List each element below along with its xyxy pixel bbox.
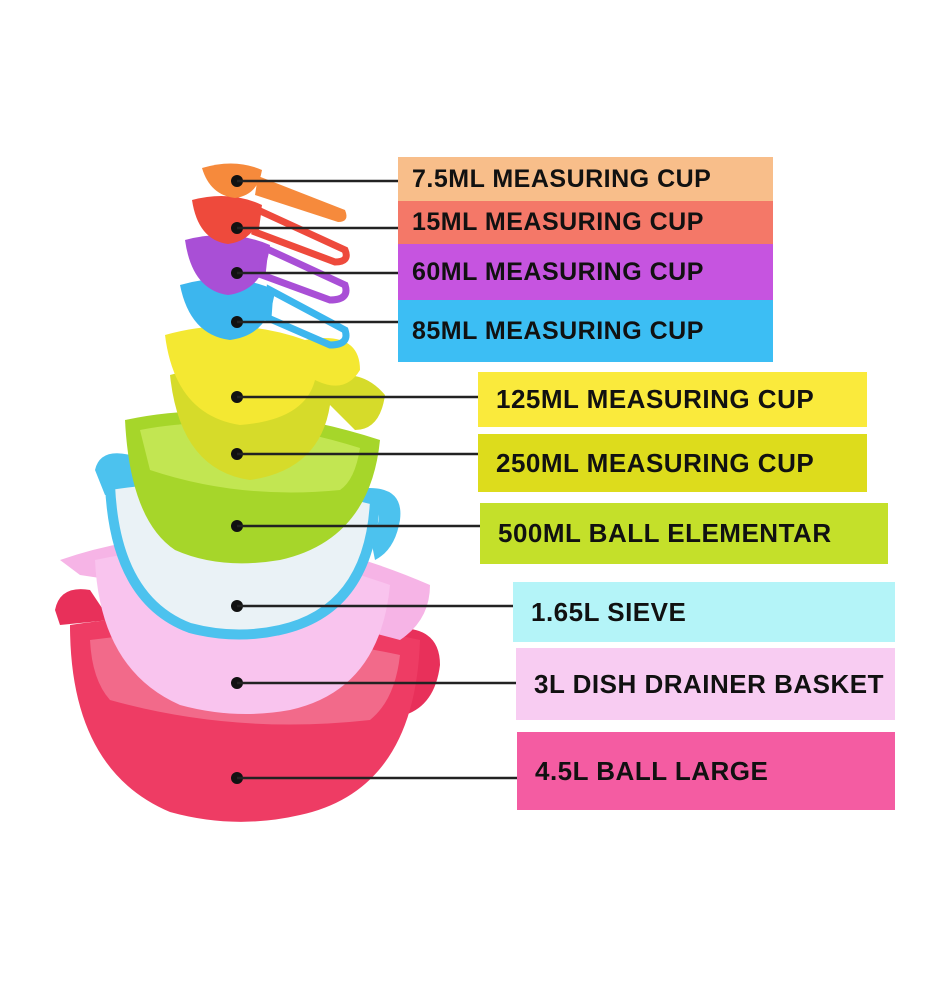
label-box: 500ML BALL ELEMENTAR xyxy=(480,503,888,564)
label-text: 1.65L SIEVE xyxy=(531,596,687,627)
measuring-cups-large xyxy=(165,326,385,480)
label-box: 60ML MEASURING CUP xyxy=(398,244,773,300)
label-text: 4.5L BALL LARGE xyxy=(535,755,769,786)
label-text: 60ML MEASURING CUP xyxy=(412,257,704,286)
label-text: 15ML MEASURING CUP xyxy=(412,208,704,236)
label-box: 3L DISH DRAINER BASKET xyxy=(516,648,895,720)
label-box: 4.5L BALL LARGE xyxy=(517,732,895,810)
label-text: 250ML MEASURING CUP xyxy=(496,447,815,478)
label-box: 7.5ML MEASURING CUP xyxy=(398,157,773,201)
label-text: 3L DISH DRAINER BASKET xyxy=(534,668,885,699)
label-box: 125ML MEASURING CUP xyxy=(478,372,867,427)
measuring-cups-small xyxy=(180,163,350,349)
label-text: 7.5ML MEASURING CUP xyxy=(412,164,712,193)
label-box: 1.65L SIEVE xyxy=(513,582,895,642)
label-text: 500ML BALL ELEMENTAR xyxy=(498,518,832,548)
label-text: 85ML MEASURING CUP xyxy=(412,316,704,345)
label-box: 15ML MEASURING CUP xyxy=(398,201,773,244)
label-box: 250ML MEASURING CUP xyxy=(478,434,867,492)
label-box: 85ML MEASURING CUP xyxy=(398,300,773,362)
label-text: 125ML MEASURING CUP xyxy=(496,384,815,414)
